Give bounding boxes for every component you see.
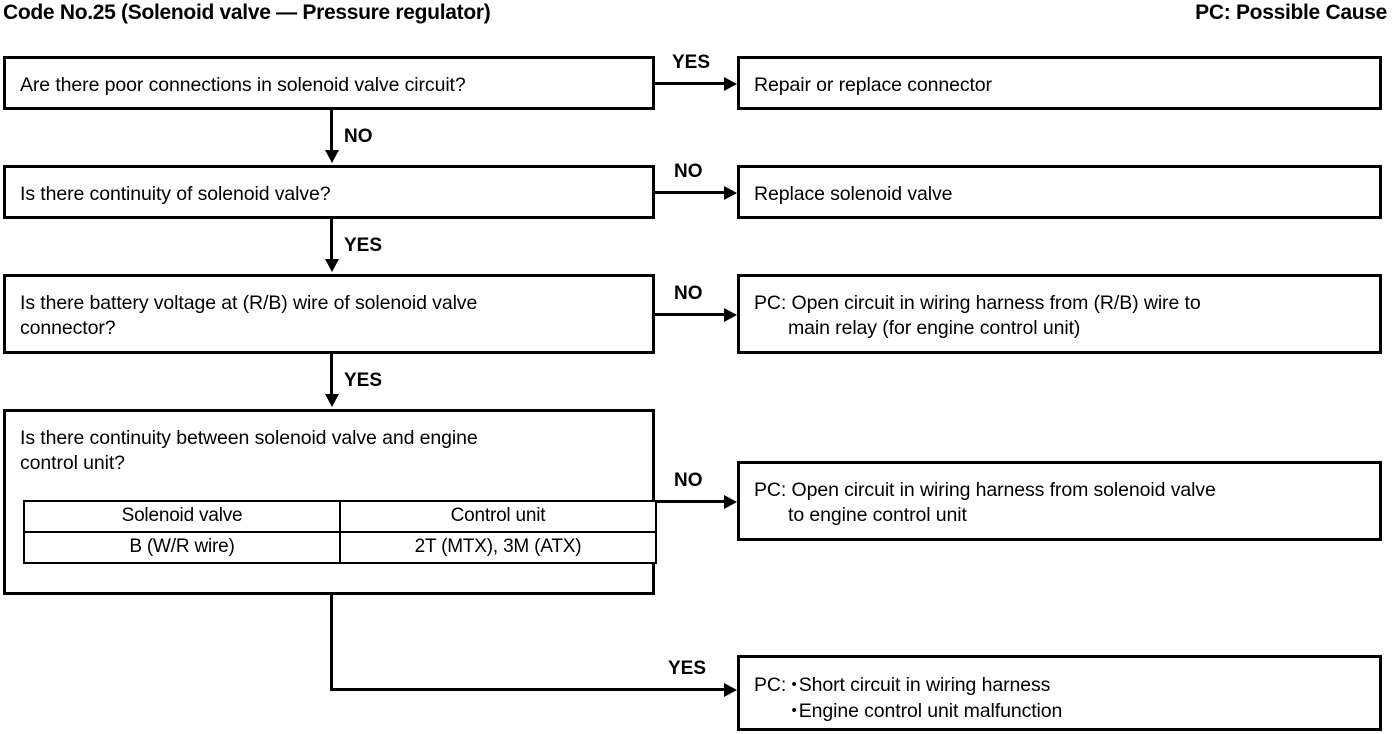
question-box-4[interactable]: Is there continuity between solenoid val… — [3, 409, 657, 595]
connector-4-horizontal — [655, 500, 727, 503]
down-label-3: YES — [344, 370, 383, 391]
table-header-control-unit: Control unit — [339, 500, 657, 533]
connector-3-arrowhead — [724, 307, 737, 322]
question-box-3-text: Is there battery voltage at (R/B) wire o… — [20, 291, 644, 341]
down-label-2: YES — [344, 235, 383, 256]
branch-label-1: YES — [672, 52, 711, 73]
result-box-4[interactable]: PC: Open circuit in wiring harness from … — [737, 461, 1382, 541]
question-box-4-line2: control unit? — [20, 452, 125, 474]
result-box-3-line1: PC: Open circuit in wiring harness from … — [754, 292, 1201, 314]
connector-1-horizontal — [655, 82, 727, 85]
result-box-final-item-2: •Engine control unit malfunction — [792, 698, 1063, 724]
page-title: Code No.25 (Solenoid valve — Pressure re… — [3, 1, 491, 24]
connector-4-arrowhead — [724, 494, 737, 509]
connector-down-3-arrowhead — [324, 394, 339, 407]
question-box-3-line2: connector? — [20, 317, 116, 339]
table-cell-control-unit: 2T (MTX), 3M (ATX) — [339, 531, 657, 564]
result-box-final-text: PC: •Short circuit in wiring harness •En… — [754, 672, 1062, 724]
result-box-final-item-1: •Short circuit in wiring harness — [792, 672, 1063, 698]
question-box-3[interactable]: Is there battery voltage at (R/B) wire o… — [3, 274, 655, 354]
result-box-final-item-1-text: Short circuit in wiring harness — [798, 674, 1051, 696]
connector-down-3-vertical — [330, 354, 333, 397]
connector-1-arrowhead — [724, 76, 737, 91]
result-box-1[interactable]: Repair or replace connector — [737, 56, 1382, 110]
connector-final-arrowhead — [724, 682, 737, 697]
branch-label-3: NO — [674, 283, 703, 304]
question-box-3-line1: Is there battery voltage at (R/B) wire o… — [20, 292, 478, 314]
branch-label-final: YES — [668, 658, 707, 679]
question-box-1-text: Are there poor connections in solenoid v… — [20, 74, 466, 96]
connector-3-horizontal — [655, 313, 727, 316]
question-box-4-text: Is there continuity between solenoid val… — [20, 426, 644, 476]
bullet-icon: • — [791, 702, 797, 719]
table-cell-solenoid-valve: B (W/R wire) — [23, 531, 341, 564]
connector-2-arrowhead — [724, 185, 737, 200]
connector-final-horizontal — [330, 688, 727, 691]
result-box-3-text: PC: Open circuit in wiring harness from … — [754, 291, 1371, 341]
bullet-icon: • — [791, 676, 797, 693]
legend-possible-cause: PC: Possible Cause — [1195, 1, 1387, 24]
result-box-4-line2: to engine control unit — [788, 504, 967, 526]
result-box-final-item-2-text: Engine control unit malfunction — [798, 700, 1063, 722]
result-box-final-lead: PC: — [754, 674, 787, 696]
connector-2-horizontal — [655, 191, 727, 194]
continuity-table: Solenoid valve Control unit B (W/R wire)… — [23, 500, 657, 564]
result-box-4-line1: PC: Open circuit in wiring harness from … — [754, 479, 1216, 501]
result-box-final-items: •Short circuit in wiring harness •Engine… — [792, 672, 1063, 724]
connector-down-1-vertical — [330, 110, 333, 153]
result-box-final[interactable]: PC: •Short circuit in wiring harness •En… — [737, 655, 1382, 731]
result-box-2-text: Replace solenoid valve — [754, 183, 953, 205]
connector-down-1-arrowhead — [324, 150, 339, 163]
table-row: B (W/R wire) 2T (MTX), 3M (ATX) — [23, 531, 657, 564]
table-header-row: Solenoid valve Control unit — [23, 500, 657, 533]
question-box-2[interactable]: Is there continuity of solenoid valve? — [3, 165, 655, 219]
connector-down-2-vertical — [330, 219, 333, 262]
question-box-1[interactable]: Are there poor connections in solenoid v… — [3, 56, 655, 110]
connector-final-vertical — [330, 595, 333, 691]
table-header-solenoid-valve: Solenoid valve — [23, 500, 341, 533]
question-box-4-line1: Is there continuity between solenoid val… — [20, 427, 478, 449]
result-box-4-text: PC: Open circuit in wiring harness from … — [754, 478, 1371, 528]
down-label-1: NO — [344, 126, 373, 147]
result-box-3[interactable]: PC: Open circuit in wiring harness from … — [737, 274, 1382, 354]
result-box-1-text: Repair or replace connector — [754, 74, 992, 96]
connector-down-2-arrowhead — [324, 259, 339, 272]
branch-label-4: NO — [674, 470, 703, 491]
question-box-2-text: Is there continuity of solenoid valve? — [20, 183, 331, 205]
branch-label-2: NO — [674, 161, 703, 182]
result-box-2[interactable]: Replace solenoid valve — [737, 165, 1382, 219]
result-box-3-line2: main relay (for engine control unit) — [788, 317, 1081, 339]
